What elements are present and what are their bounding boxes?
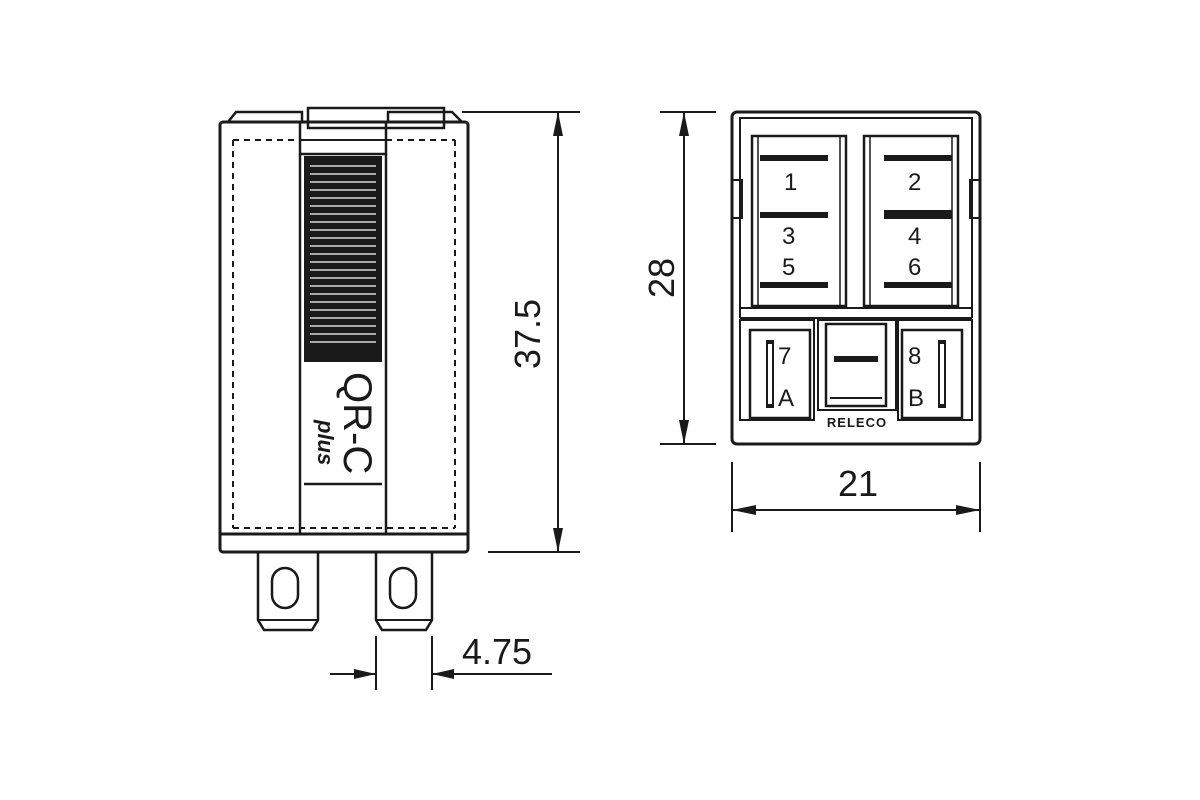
coil-terminal-8: 8: [908, 343, 921, 370]
contact-2: 2: [908, 169, 921, 196]
dimension-height-front-label: 28: [641, 258, 682, 298]
coil-terminal-left: 7 A: [739, 319, 815, 421]
side-ribs: [310, 165, 376, 343]
side-view: QR-C plus 37.5: [218, 106, 580, 690]
model-sublabel: plus: [313, 419, 338, 465]
model-label: QR-C: [335, 372, 379, 474]
dimension-pin-spacing-label: 4.75: [462, 631, 532, 672]
dimension-height-side: 37.5: [462, 111, 580, 553]
dimension-height-side-label: 37.5: [507, 299, 548, 369]
side-top-rim: [227, 110, 463, 123]
contact-6: 6: [908, 254, 921, 281]
contact-4: 4: [908, 223, 921, 250]
side-top-button: [298, 120, 388, 156]
center-terminal: [817, 319, 897, 411]
dimension-pin-spacing: 4.75: [330, 631, 552, 690]
coil-terminal-b: B: [908, 385, 924, 412]
front-view: 1 3 5 2 4 6 7 A 8: [641, 110, 982, 532]
coil-terminal-right: 8 B: [897, 319, 973, 421]
contact-1: 1: [784, 169, 797, 196]
dimension-width-front: 21: [731, 462, 981, 532]
brand-label: RELECO: [827, 415, 887, 430]
contact-3: 3: [782, 223, 795, 250]
side-top-cap: [306, 106, 446, 130]
side-ribbed-window: [304, 156, 382, 362]
side-dashed-inner: [232, 139, 456, 529]
contact-block-right: 2 4 6: [862, 134, 960, 308]
side-pin-right: [374, 552, 434, 632]
dimension-width-front-label: 21: [838, 463, 878, 504]
coil-terminal-7: 7: [778, 343, 791, 370]
contact-block-left: 1 3 5: [750, 134, 848, 308]
contact-5: 5: [782, 254, 795, 281]
dimension-height-front: 28: [641, 111, 716, 445]
front-body-outline: [730, 110, 982, 446]
side-pin-left: [256, 552, 320, 632]
coil-terminal-a: A: [778, 385, 794, 412]
